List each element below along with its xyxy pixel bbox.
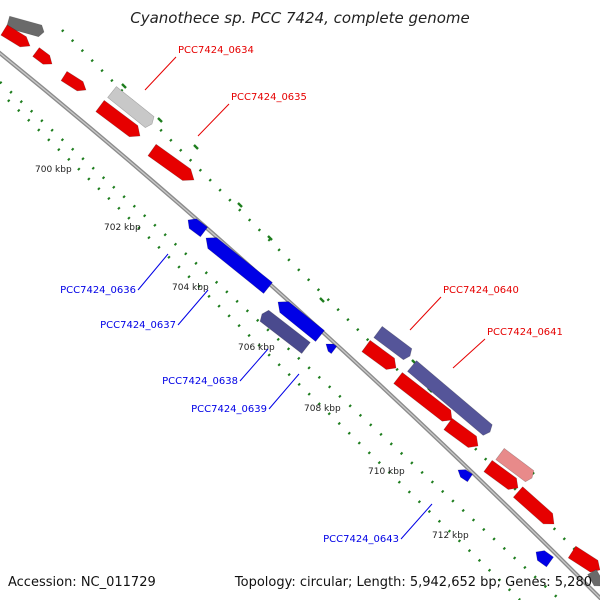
tick-dotted-line [0, 81, 561, 600]
gene-label[interactable]: PCC7424_0638 [162, 376, 238, 387]
gene-feature-arrow[interactable] [32, 47, 56, 69]
gene-label[interactable]: PCC7424_0637 [100, 320, 176, 331]
tick-label: 708 kbp [304, 404, 341, 414]
gene-label-leader [177, 289, 209, 326]
gene-label-leader [137, 253, 169, 291]
tick-label: 712 kbp [432, 531, 469, 541]
gene-label-leader [452, 338, 486, 369]
gene-feature-arrow[interactable] [184, 215, 209, 238]
gene-label[interactable]: PCC7424_0636 [60, 285, 136, 296]
gene-label[interactable]: PCC7424_0639 [191, 404, 267, 415]
gene-feature-arrow[interactable] [0, 24, 33, 51]
tick-label: 710 kbp [368, 467, 405, 477]
tick-label: 700 kbp [35, 165, 72, 175]
gene-label[interactable]: PCC7424_0640 [443, 285, 519, 296]
gene-label[interactable]: PCC7424_0641 [487, 327, 563, 338]
gene-label-leader [197, 103, 230, 137]
gene-feature-arrow[interactable] [147, 143, 198, 185]
gene-feature-arrow[interactable] [202, 233, 273, 294]
gene-feature-arrow[interactable] [361, 339, 400, 373]
gene-feature-arrow[interactable] [443, 417, 482, 451]
gene-feature-arrow[interactable] [512, 486, 558, 529]
gene-feature-arrow[interactable] [274, 297, 325, 342]
gene-label-leader [400, 503, 433, 540]
gene-feature-arrow[interactable] [95, 99, 144, 141]
major-tick [267, 235, 273, 241]
major-tick [237, 202, 243, 208]
gene-label-leader [268, 373, 300, 410]
major-tick [319, 297, 325, 303]
gene-feature-arrow[interactable] [483, 459, 522, 493]
feature-layer [0, 15, 600, 589]
gene-feature-arrow[interactable] [107, 86, 157, 130]
gene-feature-arrow[interactable] [323, 340, 338, 355]
gene-label-leader [239, 348, 269, 382]
major-tick [121, 83, 127, 89]
tick-label: 702 kbp [104, 223, 141, 233]
gene-label-leader [409, 296, 442, 331]
gene-feature-arrow[interactable] [456, 466, 473, 483]
gene-feature-arrow[interactable] [393, 372, 457, 425]
gene-label-leader [144, 56, 177, 91]
tick-label: 706 kbp [238, 343, 275, 353]
major-tick [157, 117, 163, 123]
gene-feature-arrow[interactable] [495, 447, 536, 483]
gene-feature-arrow[interactable] [60, 70, 89, 94]
gene-feature-arrow[interactable] [533, 547, 554, 568]
gene-label-layer: PCC7424_0634PCC7424_0635PCC7424_0636PCC7… [60, 45, 563, 545]
major-tick [193, 144, 199, 150]
gene-feature-arrow[interactable] [407, 360, 494, 438]
tick-label: 704 kbp [172, 283, 209, 293]
summary-text: Topology: circular; Length: 5,942,652 bp… [234, 575, 592, 590]
gene-label[interactable]: PCC7424_0635 [231, 92, 307, 103]
gene-label[interactable]: PCC7424_0643 [323, 534, 399, 545]
gene-feature-arrow[interactable] [587, 569, 600, 589]
gene-feature-arrow[interactable] [373, 325, 414, 361]
accession-text: Accession: NC_011729 [8, 575, 156, 590]
gene-feature-arrow[interactable] [258, 308, 311, 354]
gene-label[interactable]: PCC7424_0634 [178, 45, 254, 56]
map-title: Cyanothece sp. PCC 7424, complete genome [130, 9, 470, 27]
